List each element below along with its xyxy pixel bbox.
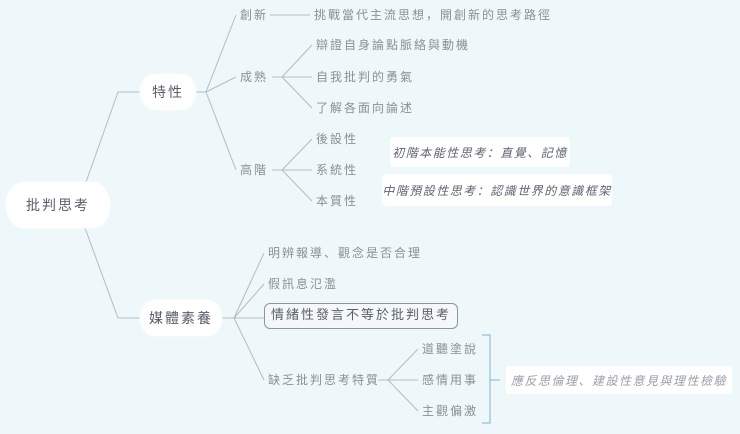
leaf-misinformation[interactable]: 假訊息氾濫 [268,277,339,291]
node-high-order[interactable]: 高階 [240,163,269,177]
root-label: 批判思考 [26,198,90,214]
node-lacking-critical-thinking[interactable]: 缺乏批判思考特質 [268,373,381,387]
leaf-self-critique[interactable]: 自我批判的勇氣 [316,70,415,84]
branch-node-media-literacy[interactable]: 媒體素養 [140,300,222,336]
root-node[interactable]: 批判思考 [6,182,110,228]
leaf-understand-perspectives[interactable]: 了解各面向論述 [316,101,415,115]
note-intermediate-thinking[interactable]: 中階預設性思考：認識世界的意識框架 [382,174,612,206]
branch-label: 媒體素養 [149,311,213,327]
leaf-challenge-mainstream[interactable]: 挑戰當代主流思想，開創新的思考路徑 [314,8,553,22]
note-basic-thinking-label: 初階本能性思考：直覺、記憶 [392,145,568,160]
leaf-systematic[interactable]: 系統性 [316,163,359,177]
branch-node-characteristics[interactable]: 特性 [140,74,196,110]
summary-reflect-ethics[interactable]: 應反思倫理、建設性意見與理性檢驗 [506,366,732,394]
leaf-essential[interactable]: 本質性 [316,194,359,208]
node-innovation[interactable]: 創新 [240,8,269,22]
leaf-meta[interactable]: 後設性 [316,132,359,146]
leaf-discern-reports[interactable]: 明辨報導、觀念是否合理 [268,246,423,260]
summary-label: 應反思倫理、建設性意見與理性檢驗 [510,373,727,388]
node-maturity[interactable]: 成熟 [240,70,269,84]
note-intermediate-thinking-label: 中階預設性思考：認識世界的意識框架 [382,183,612,198]
leaf-dialectic[interactable]: 辯證自身論點脈絡與動機 [316,38,471,52]
note-basic-thinking[interactable]: 初階本能性思考：直覺、記憶 [390,137,570,167]
highlighted-node-emotional-speech[interactable]: 情緒性發言不等於批判思考 [264,303,459,329]
leaf-emotional[interactable]: 感情用事 [422,373,479,387]
leaf-subjective[interactable]: 主觀偏激 [422,404,479,418]
branch-label: 特性 [152,85,184,101]
leaf-hearsay[interactable]: 道聽塗說 [422,342,479,356]
